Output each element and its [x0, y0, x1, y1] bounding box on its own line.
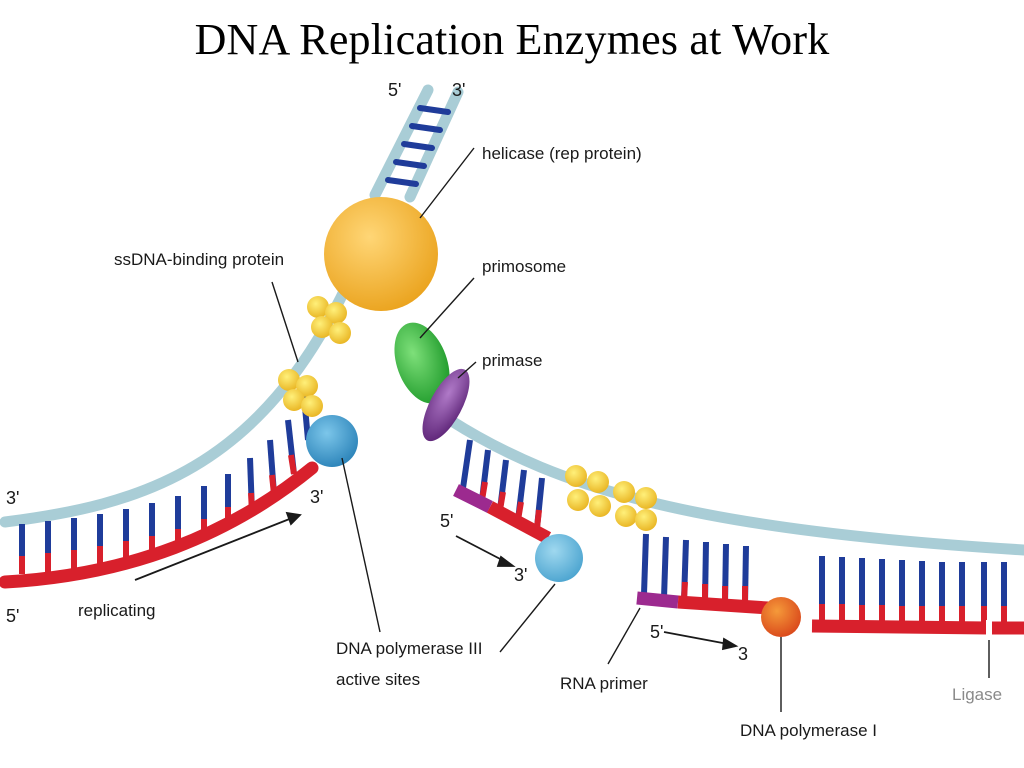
ligase-nick: [986, 620, 991, 636]
label-primase: primase: [482, 351, 542, 370]
primase-protein: [422, 368, 470, 442]
end-marker-lagging-3: 3': [514, 565, 527, 585]
label-active-sites: active sites: [336, 670, 420, 689]
lagging-strand-arm: [444, 414, 1024, 636]
label-ssdna-binding-protein: ssDNA-binding protein: [114, 250, 284, 269]
okazaki-fragment-3: [811, 619, 989, 635]
leading-new-strand: [0, 461, 319, 589]
label-ligase: Ligase: [952, 685, 1002, 704]
okazaki-fragment-3-bases: [819, 556, 1007, 622]
leading-template-strand: [0, 277, 354, 528]
leader-lines: [271, 147, 990, 712]
end-marker-lagging-5: 5': [440, 511, 453, 531]
lagging-template-strand: [444, 414, 1024, 556]
ssdna-binding-proteins-right: [565, 465, 657, 531]
label-dna-polymerase-iii: DNA polymerase III: [336, 639, 482, 658]
okazaki-fragment-2: [677, 595, 769, 615]
end-marker-leading-3: 3': [310, 487, 323, 507]
dna-polymerase-iii-lagging: [535, 534, 583, 582]
page-title: DNA Replication Enzymes at Work: [194, 15, 830, 64]
direction-arrows: [134, 511, 739, 651]
end-marker-left-3: 3': [6, 488, 19, 508]
end-marker-fragment-5: 5': [650, 622, 663, 642]
label-primosome: primosome: [482, 257, 566, 276]
label-helicase: helicase (rep protein): [482, 144, 642, 163]
end-marker-top-3: 3': [452, 80, 465, 100]
dna-polymerase-iii-leading: [306, 415, 358, 467]
dna-polymerase-i: [761, 597, 801, 637]
okazaki-fragment-1: [486, 501, 552, 544]
label-rna-primer: RNA primer: [560, 674, 648, 693]
label-replicating: replicating: [78, 601, 156, 620]
rna-primer-segment-1: [453, 484, 493, 513]
rna-primer-segment-2: [636, 591, 679, 609]
helicase-protein: [324, 197, 438, 311]
end-marker-top-5: 5': [388, 80, 401, 100]
parent-duplex: [369, 84, 464, 203]
end-marker-fragment-3: 3: [738, 644, 748, 664]
end-marker-left-5: 5': [6, 606, 19, 626]
primosome-protein: [394, 322, 450, 404]
label-dna-polymerase-i: DNA polymerase I: [740, 721, 877, 740]
parent-base-pairs: [385, 105, 451, 187]
okazaki-fragment-2-bases: [641, 533, 749, 605]
leading-strand-arm: [0, 277, 354, 589]
parent-strand-right: [404, 86, 464, 203]
ssdna-binding-proteins-left: [278, 296, 351, 417]
